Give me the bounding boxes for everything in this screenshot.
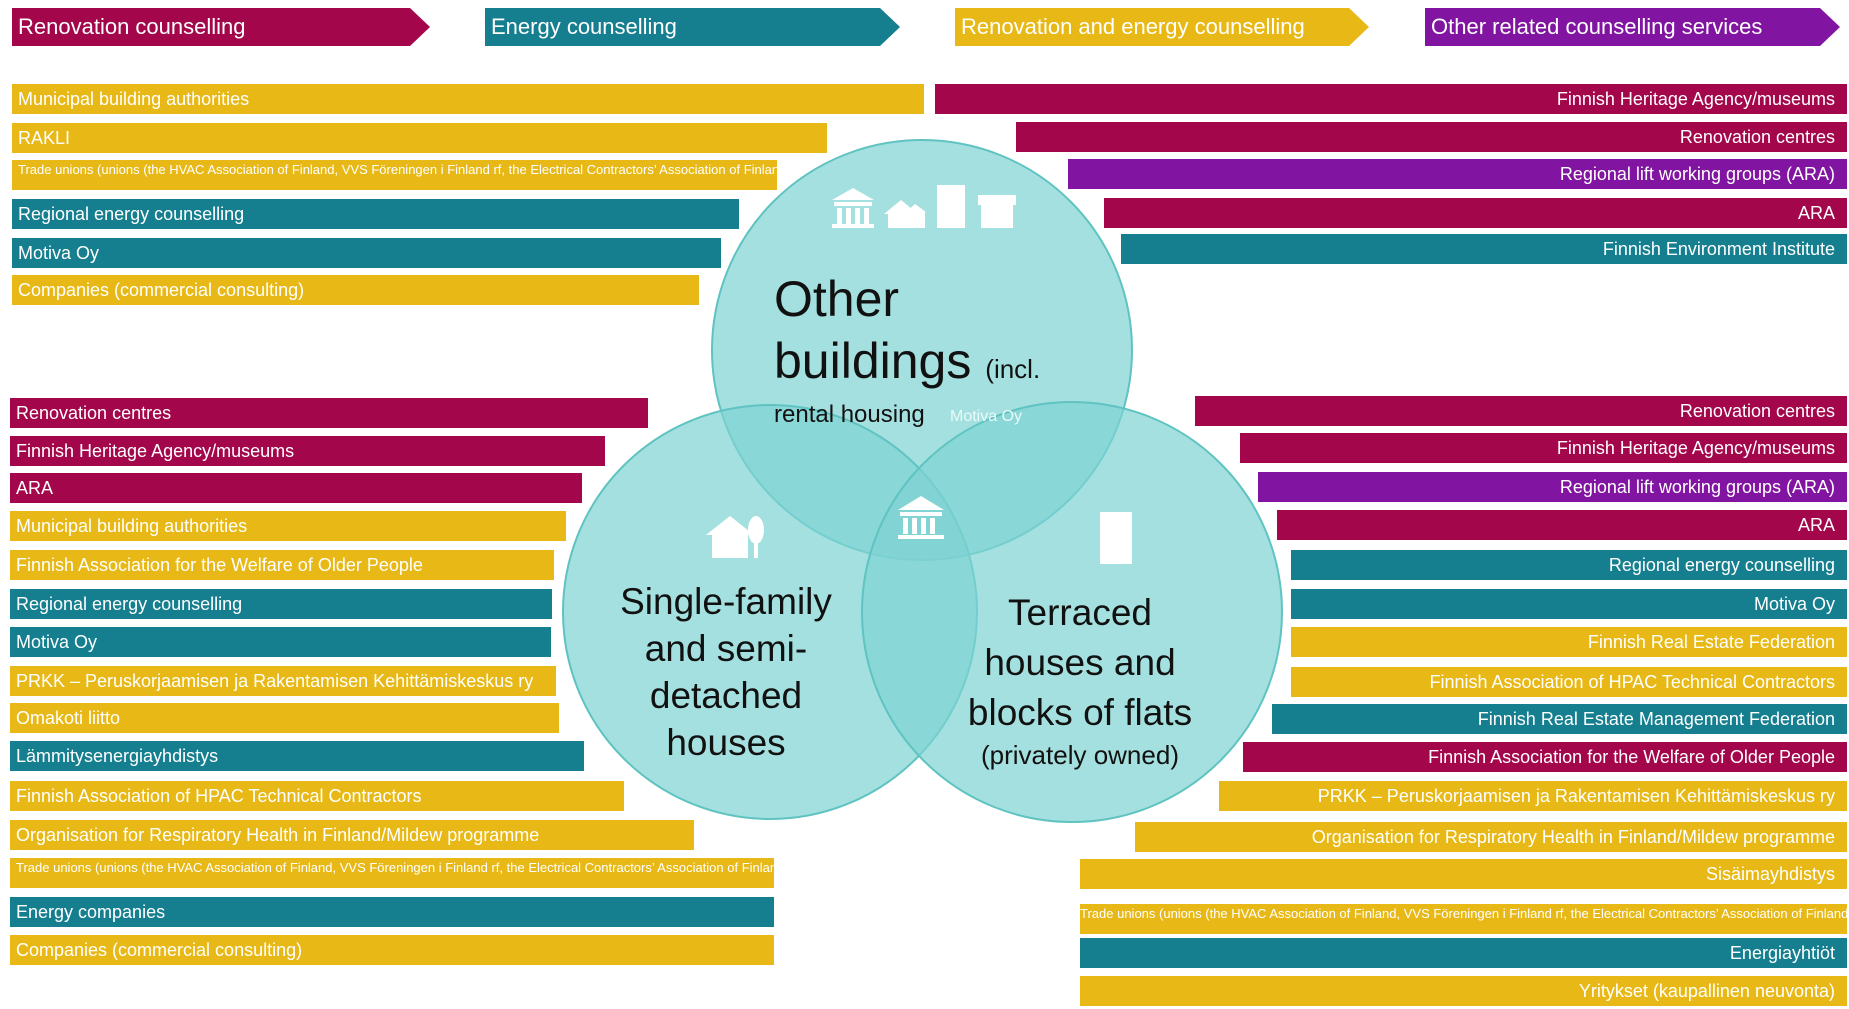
- bar-bottom-left-10: Finnish Association of HPAC Technical Co…: [10, 781, 624, 811]
- bar-bottom-right-5: Motiva Oy: [1291, 589, 1847, 619]
- houses-icon: [884, 200, 926, 228]
- bar-top-right-2: Regional lift working groups (ARA): [1068, 159, 1847, 189]
- bar-bottom-left-9: Lämmitysenergiayhdistys: [10, 741, 584, 771]
- circle-terraced: [861, 401, 1283, 823]
- bar-bottom-right-13: Trade unions (unions (the HVAC Associati…: [1080, 904, 1847, 934]
- single-family-label: Single-family and semi- detached houses: [620, 581, 832, 763]
- bar-bottom-left-5: Regional energy counselling: [10, 589, 552, 619]
- office-building-icon: [937, 185, 965, 228]
- legend-energy: Energy counselling: [485, 8, 900, 46]
- bar-top-left-1: RAKLI: [12, 123, 827, 153]
- bar-bottom-right-7: Finnish Association of HPAC Technical Co…: [1291, 667, 1847, 697]
- bar-top-left-4: Motiva Oy: [12, 238, 721, 268]
- bar-bottom-right-4: Regional energy counselling: [1291, 550, 1847, 580]
- bar-bottom-left-4: Finnish Association for the Welfare of O…: [10, 550, 554, 580]
- bar-bottom-left-13: Energy companies: [10, 897, 774, 927]
- apartment-building-icon: [1100, 512, 1132, 564]
- shop-icon: [978, 195, 1016, 228]
- bar-bottom-left-3: Municipal building authorities: [10, 511, 566, 541]
- bar-bottom-right-2: Regional lift working groups (ARA): [1258, 472, 1847, 502]
- bar-bottom-left-7: PRKK – Peruskorjaamisen ja Rakentamisen …: [10, 666, 556, 696]
- terraced-label: Terraced houses and blocks of flats (pri…: [967, 592, 1193, 770]
- bar-bottom-right-15: Yritykset (kaupallinen neuvonta): [1080, 976, 1847, 1006]
- bar-bottom-right-3: ARA: [1277, 510, 1847, 540]
- bar-top-left-5: Companies (commercial consulting): [12, 275, 699, 305]
- bar-top-right-0: Finnish Heritage Agency/museums: [935, 84, 1847, 114]
- bank-icon: [832, 188, 874, 228]
- bar-bottom-left-6: Motiva Oy: [10, 627, 551, 657]
- bar-top-right-4: Finnish Environment Institute: [1121, 234, 1847, 264]
- bar-top-left-2: Trade unions (unions (the HVAC Associati…: [12, 160, 777, 190]
- bar-bottom-left-1: Finnish Heritage Agency/museums: [10, 436, 605, 466]
- bar-bottom-left-8: Omakoti liitto: [10, 703, 559, 733]
- bar-bottom-right-11: Organisation for Respiratory Health in F…: [1135, 822, 1847, 852]
- bar-top-right-1: Renovation centres: [1016, 122, 1847, 152]
- other-buildings-title: Other buildings (incl.: [774, 271, 1041, 389]
- other-buildings-sub: rental housing: [774, 401, 925, 428]
- bar-top-left-3: Regional energy counselling: [12, 199, 739, 229]
- legend-renovation: Renovation counselling: [12, 8, 430, 46]
- other-buildings-overlap-text: Motiva Oy: [950, 408, 1023, 425]
- bar-bottom-left-0: Renovation centres: [10, 398, 648, 428]
- house-tree-icon: [706, 516, 764, 558]
- bar-bottom-right-10: PRKK – Peruskorjaamisen ja Rakentamisen …: [1219, 781, 1847, 811]
- bar-bottom-right-1: Finnish Heritage Agency/museums: [1240, 433, 1847, 463]
- bar-bottom-right-14: Energiayhtiöt: [1080, 938, 1847, 968]
- bar-bottom-right-12: Sisäimayhdistys: [1080, 859, 1847, 889]
- bar-bottom-left-11: Organisation for Respiratory Health in F…: [10, 820, 694, 850]
- bar-bottom-left-12: Trade unions (unions (the HVAC Associati…: [10, 858, 774, 888]
- bar-bottom-right-0: Renovation centres: [1195, 396, 1847, 426]
- bar-bottom-left-2: ARA: [10, 473, 582, 503]
- bar-bottom-right-8: Finnish Real Estate Management Federatio…: [1272, 704, 1847, 734]
- legend-renovation-and-energy: Renovation and energy counselling: [955, 8, 1369, 46]
- bar-bottom-left-14: Companies (commercial consulting): [10, 935, 774, 965]
- center-bank-icon: [898, 496, 944, 539]
- bar-bottom-right-9: Finnish Association for the Welfare of O…: [1243, 742, 1847, 772]
- legend-other-services: Other related counselling services: [1425, 8, 1840, 46]
- bar-bottom-right-6: Finnish Real Estate Federation: [1291, 627, 1847, 657]
- bar-top-right-3: ARA: [1104, 198, 1847, 228]
- bar-top-left-0: Municipal building authorities: [12, 84, 924, 114]
